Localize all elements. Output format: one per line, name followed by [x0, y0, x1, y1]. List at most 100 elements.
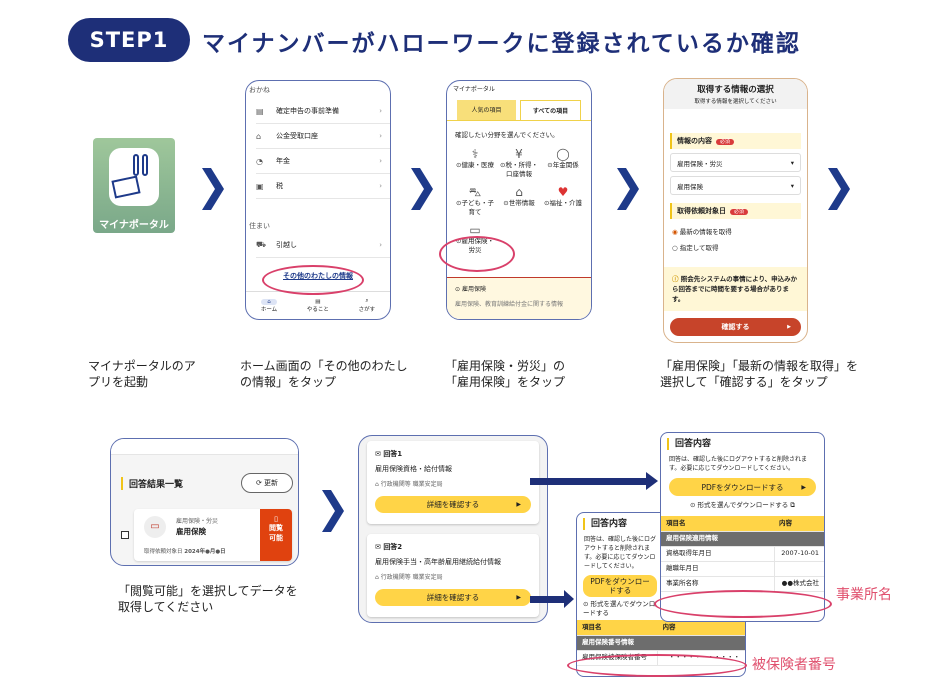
caption-step4: 「雇用保険」「最新の情報を取得」を選択して「確認する」をタップ	[660, 359, 859, 389]
arrow-head-icon	[564, 590, 574, 608]
menu-item-label: 確定申告の事前準備	[276, 107, 339, 115]
category-health[interactable]: ⚕⊙健康・医療	[453, 147, 497, 179]
chevron-right-icon	[828, 168, 850, 210]
result-category: 雇用保険・労災	[176, 518, 219, 525]
section-target-date: 取得依頼対象日必須	[670, 203, 801, 219]
building-icon: ⌂	[375, 574, 379, 581]
tab-all[interactable]: すべての項目	[520, 100, 581, 120]
piggy-bank-icon: ◔	[256, 156, 263, 166]
refresh-button[interactable]: ⟳ 更新	[241, 473, 293, 493]
app-icon-label: マイナポータル	[99, 220, 169, 231]
chevron-right-icon	[202, 168, 224, 210]
screen-title: 取得する情報の選択	[697, 85, 774, 95]
select-info-screen: 取得する情報の選択 取得する情報を選択してください 情報の内容必須 雇用保険・労…	[663, 78, 808, 343]
info-icon: ⓘ	[672, 275, 679, 283]
tab-popular[interactable]: 人気の項目	[457, 100, 516, 120]
yen-icon: ¥	[515, 147, 523, 161]
nav-home[interactable]: ⌂ホーム	[260, 298, 278, 313]
employment-insurance-option[interactable]: ⊙ 雇用保険 雇用保険、教育訓練給付金に関する情報	[447, 277, 591, 319]
option-title: 雇用保険	[461, 286, 486, 293]
clipboard-icon: ▤	[315, 298, 321, 305]
dropdown-icon: ▾	[790, 181, 794, 190]
bank-icon: ⌂	[256, 131, 262, 141]
annotation-insured-number: 被保険者番号	[752, 657, 836, 673]
detail-title: 回答内容	[583, 518, 739, 530]
detail-title: 回答内容	[667, 438, 818, 450]
category-household[interactable]: ⌂⊙世帯情報	[497, 185, 541, 217]
annotation-office-name: 事業所名	[836, 587, 892, 603]
results-title: 回答結果一覧	[121, 477, 183, 490]
chevron-right-icon	[411, 168, 433, 210]
arrow-head-icon	[646, 472, 658, 490]
section-label: 住まい	[249, 222, 270, 230]
radio-latest[interactable]: ◉ 最新の情報を取得	[672, 228, 732, 236]
highlight-circle	[654, 590, 832, 618]
category-tax[interactable]: ¥⊙税・所得・口座情報	[497, 147, 541, 179]
menu-item[interactable]: ▣税›	[256, 174, 390, 199]
notice-box: ⓘ 照会先システムの事情により、申込みから回答までに時間を要する場合があります。	[664, 267, 807, 311]
mynaportal-app-icon[interactable]: マイナポータル	[93, 138, 175, 233]
menu-item[interactable]: ⌂公金受取口座›	[256, 124, 390, 149]
chevron-right-icon	[322, 490, 344, 532]
subcategory-select[interactable]: 雇用保険▾	[670, 176, 801, 195]
nav-todo[interactable]: ▤やること	[307, 299, 329, 313]
confirm-button[interactable]: 確認する▶	[670, 318, 801, 336]
nav-label: やること	[306, 306, 329, 313]
chevron-right-icon	[617, 168, 639, 210]
pdf-download-button[interactable]: PDFをダウンロードする▶	[669, 478, 816, 496]
answer-card: ✉ 回答1 雇用保険資格・給付情報 ⌂ 行政機関等 職業安定局 詳細を確認する▶	[367, 441, 539, 524]
menu-item[interactable]: ▤確定申告の事前準備›	[256, 99, 390, 124]
result-card[interactable]: ▭ 雇用保険・労災 雇用保険 取得依頼対象日 2024年●月●日 ▯閲覧可能	[134, 509, 292, 561]
refresh-icon: ⟳	[255, 479, 262, 487]
briefcase-icon: ▭	[144, 516, 166, 538]
detail-description: 回答は、確認した後にログアウトすると削除されます。必要に応じてダウンロードしてく…	[584, 536, 657, 570]
home-icon: ⌂	[260, 298, 278, 305]
format-download-link[interactable]: ⊙ 形式を選んでダウンロードする	[583, 600, 656, 617]
truck-icon: ⛟	[256, 240, 267, 249]
section-label: おかね	[249, 86, 270, 94]
view-details-button[interactable]: 詳細を確認する▶	[375, 496, 531, 513]
external-link-icon: ⧉	[790, 501, 795, 509]
screen-subtitle: 取得する情報を選択してください	[694, 99, 777, 105]
caption-step2: ホーム画面の「その他のわたしの情報」をタップ	[240, 359, 408, 389]
required-badge: 必須	[730, 209, 749, 215]
category-child[interactable]: ⛍⊙子ども・子育て	[453, 185, 497, 217]
page-title: マイナンバーがハローワークに登録されているか確認	[202, 31, 801, 57]
result-name: 雇用保険	[176, 527, 206, 536]
option-description: 雇用保険、教育訓練給付金に関する情報	[455, 301, 564, 308]
mail-icon: ✉	[375, 543, 381, 551]
pdf-download-button[interactable]: PDFをダウンロードする	[583, 575, 657, 597]
building-icon: ⌂	[375, 481, 379, 488]
required-badge: 必須	[716, 139, 735, 145]
document-icon: ▯	[274, 515, 278, 523]
menu-item[interactable]: ◔年金›	[256, 149, 390, 174]
purse-icon: ◯	[556, 147, 570, 161]
format-download-link[interactable]: ⊙ 形式を選んでダウンロードする ⧉	[690, 501, 795, 509]
view-available-button[interactable]: ▯閲覧可能	[260, 509, 292, 561]
select-checkbox[interactable]	[121, 531, 129, 539]
heart-hands-icon: ♥	[557, 185, 569, 199]
menu-item[interactable]: ⛟引越し›	[256, 233, 390, 258]
radio-specify[interactable]: ○ 指定して取得	[672, 244, 719, 252]
answer-card: ✉ 回答2 雇用保険手当・高年齢雇用継続給付情報 ⌂ 行政機関等 職業安定局 詳…	[367, 534, 539, 617]
caption-step5: 「閲覧可能」を選択してデータを取得してください	[118, 584, 298, 614]
section-info-content: 情報の内容必須	[670, 133, 801, 149]
arrow-line	[530, 596, 566, 603]
nav-label: ホーム	[260, 306, 278, 313]
category-welfare[interactable]: ♥⊙福祉・介護	[541, 185, 585, 217]
menu-item-label: 引越し	[276, 241, 297, 249]
view-details-button[interactable]: 詳細を確認する▶	[375, 589, 531, 606]
nav-search[interactable]: ⌕ さがす	[359, 298, 376, 313]
search-icon: ⌕	[365, 298, 369, 304]
results-screen: 回答結果一覧 ⟳ 更新 ▭ 雇用保険・労災 雇用保険 取得依頼対象日 2024年…	[110, 438, 299, 566]
category-pension[interactable]: ◯⊙年金関係	[541, 147, 585, 179]
nav-label: さがす	[358, 307, 376, 313]
tax-icon: ▣	[256, 181, 264, 191]
caption-step3: 「雇用保険・労災」の「雇用保険」をタップ	[445, 359, 566, 389]
menu-item-label: 税	[276, 182, 283, 190]
answers-screen: ✉ 回答1 雇用保険資格・給付情報 ⌂ 行政機関等 職業安定局 詳細を確認する▶…	[358, 435, 548, 623]
arrow-line	[530, 478, 648, 485]
document-icon: ▤	[256, 106, 264, 116]
briefcase-icon: ▭	[469, 223, 481, 237]
category-select[interactable]: 雇用保険・労災▾	[670, 153, 801, 172]
